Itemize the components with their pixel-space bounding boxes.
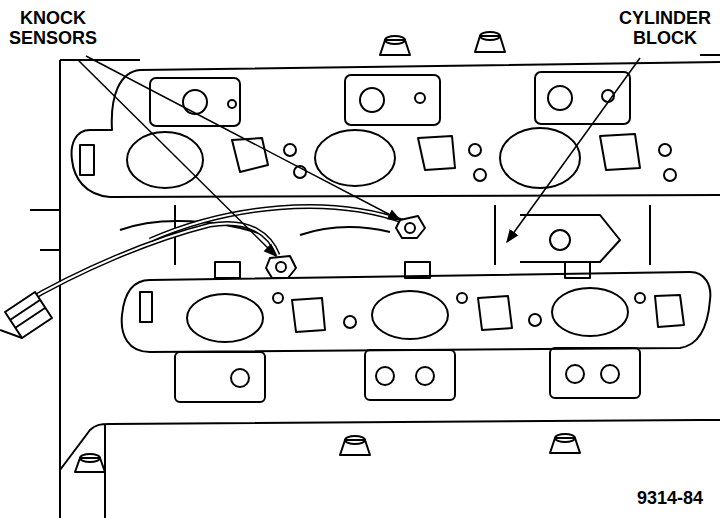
- part-label: KNOCK SENSORS: [6, 8, 100, 50]
- leader-lines: [78, 56, 640, 256]
- bolts: [75, 32, 580, 472]
- knock-sensor-harness: [0, 207, 425, 338]
- figure-number: 9314-84: [634, 488, 706, 510]
- lower-flange: [122, 272, 711, 402]
- lower-block: [60, 420, 720, 518]
- part-label: CYLINDER BLOCK: [616, 8, 714, 50]
- block-outline: [30, 55, 720, 470]
